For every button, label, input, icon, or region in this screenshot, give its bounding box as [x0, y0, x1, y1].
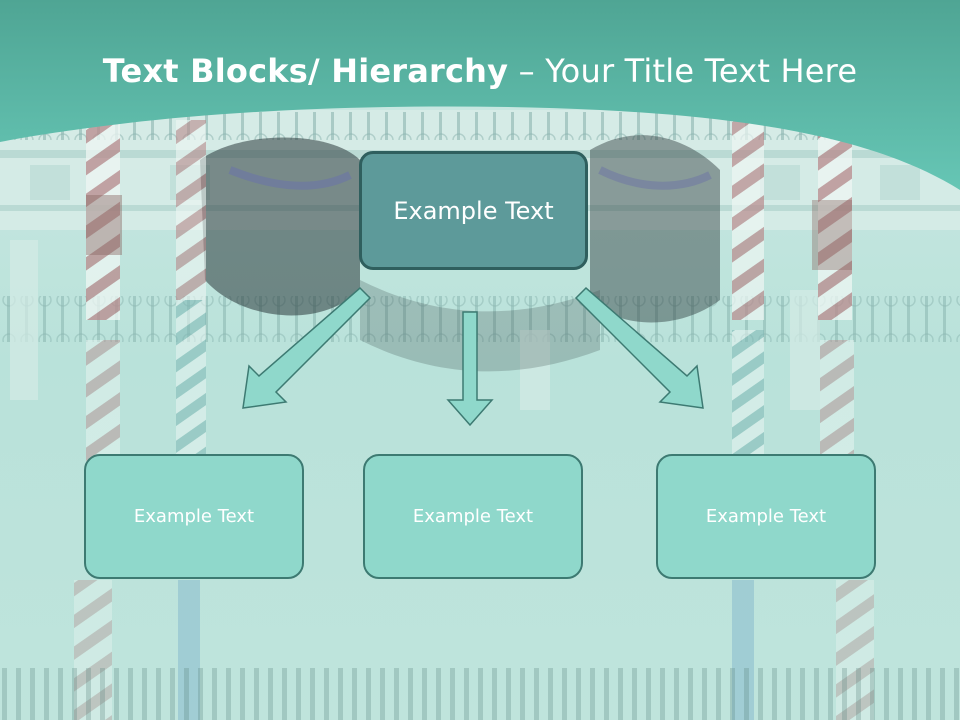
node-middle: Example Text: [363, 454, 583, 579]
node-top-label: Example Text: [393, 196, 554, 225]
node-right: Example Text: [656, 454, 876, 579]
node-middle-label: Example Text: [412, 506, 534, 527]
node-left-label: Example Text: [133, 506, 255, 527]
title-separator: –: [508, 52, 546, 90]
header-band: [0, 0, 960, 190]
node-left: Example Text: [84, 454, 304, 579]
node-right-label: Example Text: [705, 506, 827, 527]
slide-title: Text Blocks/ Hierarchy – Your Title Text…: [0, 52, 960, 90]
title-bold-part: Text Blocks/ Hierarchy: [102, 52, 509, 90]
title-rest-part: Your Title Text Here: [545, 52, 858, 90]
node-top: Example Text: [359, 151, 588, 270]
